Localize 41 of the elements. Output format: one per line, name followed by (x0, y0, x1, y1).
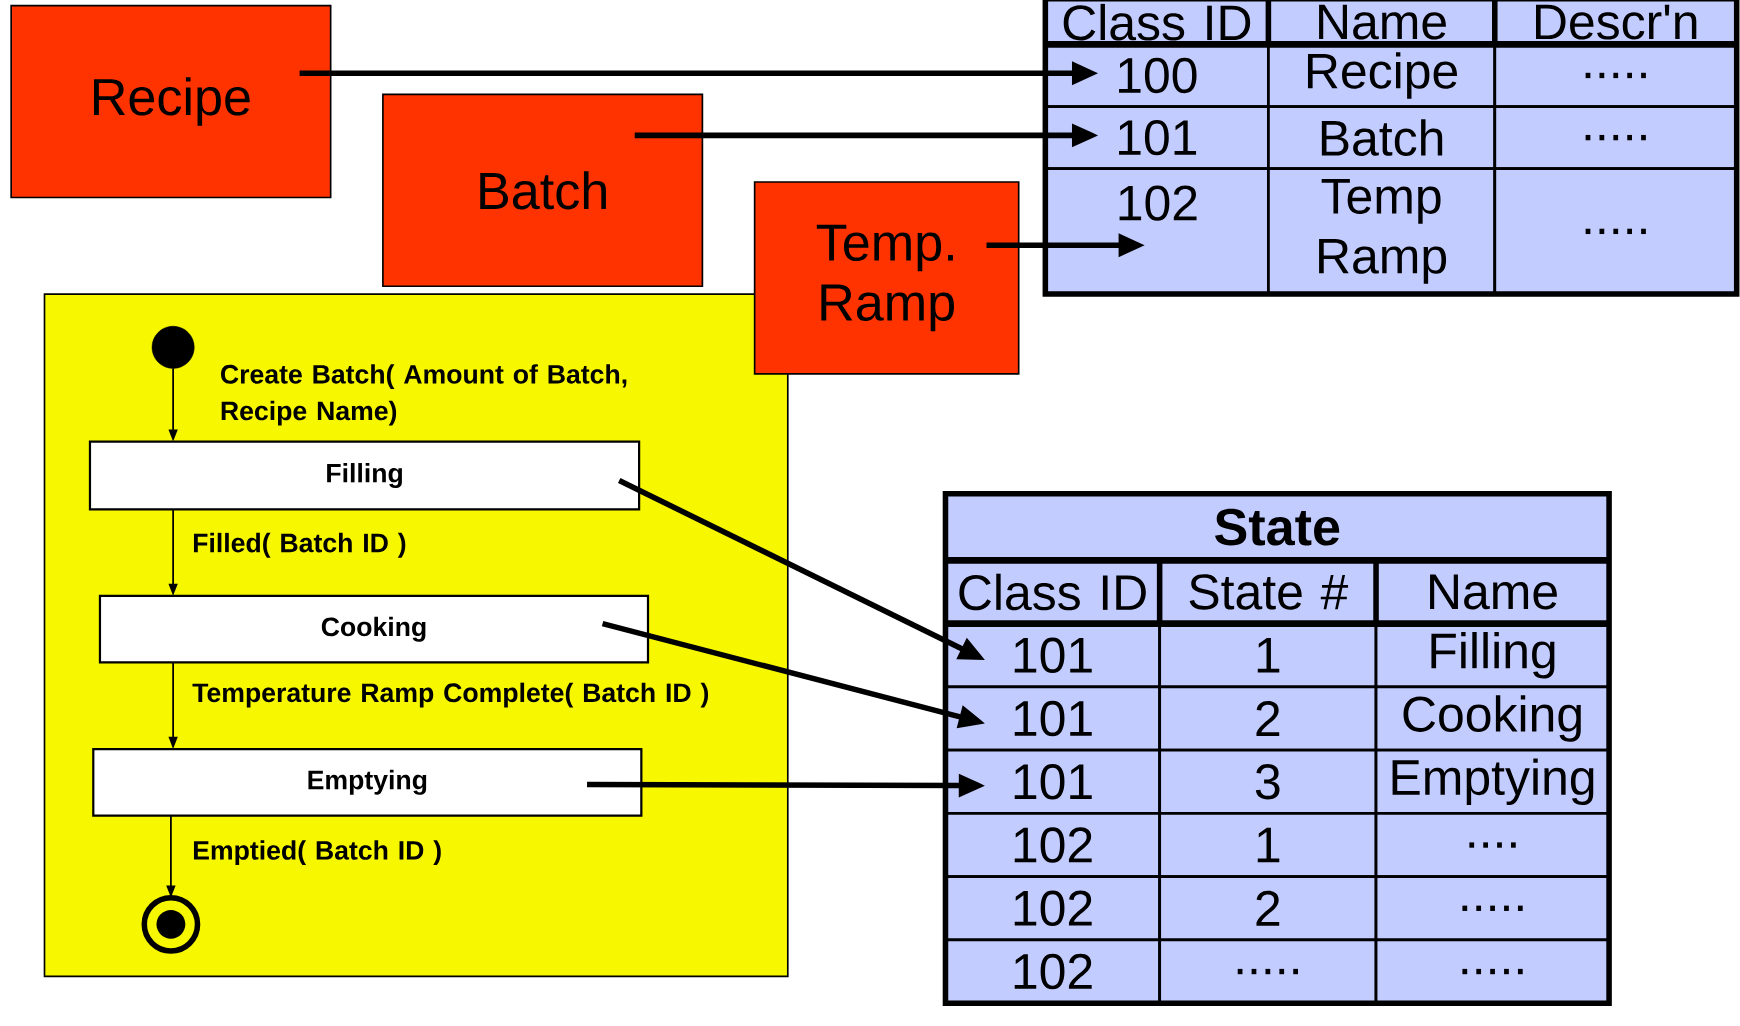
class-box: Recipe (10, 4, 332, 199)
table-cell: Filling (1374, 622, 1611, 689)
table-cell: 1 (1158, 622, 1378, 689)
table-cell: 102 (944, 938, 1161, 1005)
class-box: Temp. Ramp (753, 180, 1020, 375)
table-cell: Descr'n (1493, 0, 1739, 46)
table-cell: ..... (1493, 104, 1739, 170)
table-cell: ..... (1493, 167, 1739, 296)
table-cell: 101 (944, 748, 1161, 815)
table-cell: ..... (1158, 938, 1378, 1005)
table-cell: 102 (944, 875, 1161, 942)
edge-label: Filled( Batch ID ) (193, 532, 406, 558)
table-cell: 102 (1044, 167, 1270, 296)
table-cell: Temp Ramp (1267, 167, 1497, 296)
table-cell: Class ID (1044, 0, 1270, 46)
table-cell: Emptying (1374, 748, 1611, 815)
table-cell: ..... (1374, 875, 1611, 942)
table-cell: 101 (944, 622, 1161, 689)
state-box: Cooking (98, 594, 650, 664)
table-cell: 1 (1158, 811, 1378, 878)
table-cell: 2 (1158, 685, 1378, 752)
table-cell: 2 (1158, 875, 1378, 942)
table-cell: ..... (1493, 42, 1739, 108)
edge-label: Temperature Ramp Complete( Batch ID ) (192, 682, 709, 708)
table-cell: 3 (1158, 748, 1378, 815)
table-cell: Name (1267, 0, 1497, 46)
table-cell: Batch (1267, 104, 1497, 170)
state-box: Filling (88, 440, 641, 511)
table-cell: Cooking (1374, 685, 1611, 752)
table-cell: 102 (944, 811, 1161, 878)
state-box: Emptying (92, 747, 643, 817)
table-cell: 101 (944, 685, 1161, 752)
initial-state (151, 325, 195, 369)
edge-label: Emptied( Batch ID ) (193, 840, 441, 865)
edge-label: Create Batch( Amount of Batch, Recipe Name) (221, 363, 627, 426)
table-cell: ..... (1374, 938, 1611, 1005)
final-state (141, 894, 201, 954)
table-cell: .... (1374, 811, 1611, 878)
table-cell: 101 (1044, 104, 1270, 170)
table-cell: Recipe (1267, 42, 1497, 108)
class-box: Batch (382, 93, 704, 287)
